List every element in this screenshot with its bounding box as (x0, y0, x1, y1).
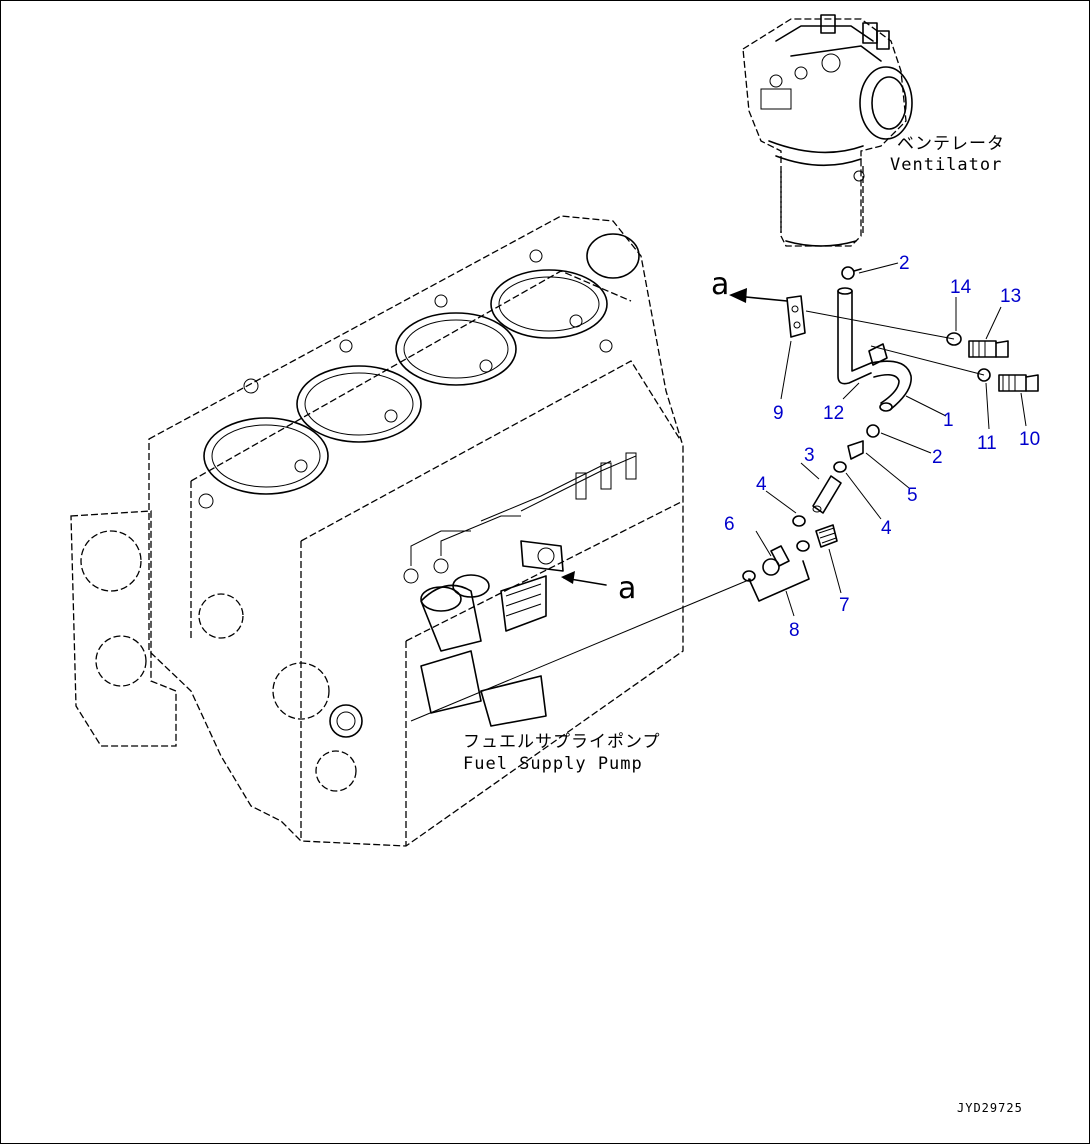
callout-10: 10 (1019, 429, 1041, 450)
callout-2-top: 2 (899, 253, 910, 274)
callout-2-middle: 2 (932, 447, 943, 468)
fuel-pump-label-en: Fuel Supply Pump (463, 754, 643, 774)
engine-block-drawing (70, 215, 684, 847)
exploded-parts (410, 266, 1039, 722)
callout-4-right: 4 (881, 518, 892, 539)
ventilator-label-jp: ベンテレータ (897, 134, 1005, 154)
callout-1: 1 (943, 410, 954, 431)
callout-13: 13 (1000, 286, 1022, 307)
callout-9: 9 (773, 403, 784, 424)
callout-4-left: 4 (756, 474, 767, 495)
drawing-number: JYD29725 (957, 1101, 1023, 1115)
callout-6: 6 (724, 514, 735, 535)
callout-7: 7 (839, 595, 850, 616)
view-a-label-engine: a (618, 571, 637, 606)
callout-3: 3 (804, 445, 815, 466)
callout-11: 11 (977, 433, 997, 454)
callout-5: 5 (907, 485, 918, 506)
callout-12: 12 (823, 403, 845, 424)
ventilator-drawing (742, 14, 913, 247)
callout-14: 14 (950, 277, 972, 298)
fuel-pump-label-jp: フュエルサプライポンプ (463, 732, 661, 752)
callout-leaders (755, 262, 1027, 617)
view-a-label-top: a (711, 267, 730, 302)
ventilator-label-en: Ventilator (890, 155, 1003, 175)
callout-8: 8 (789, 620, 800, 641)
